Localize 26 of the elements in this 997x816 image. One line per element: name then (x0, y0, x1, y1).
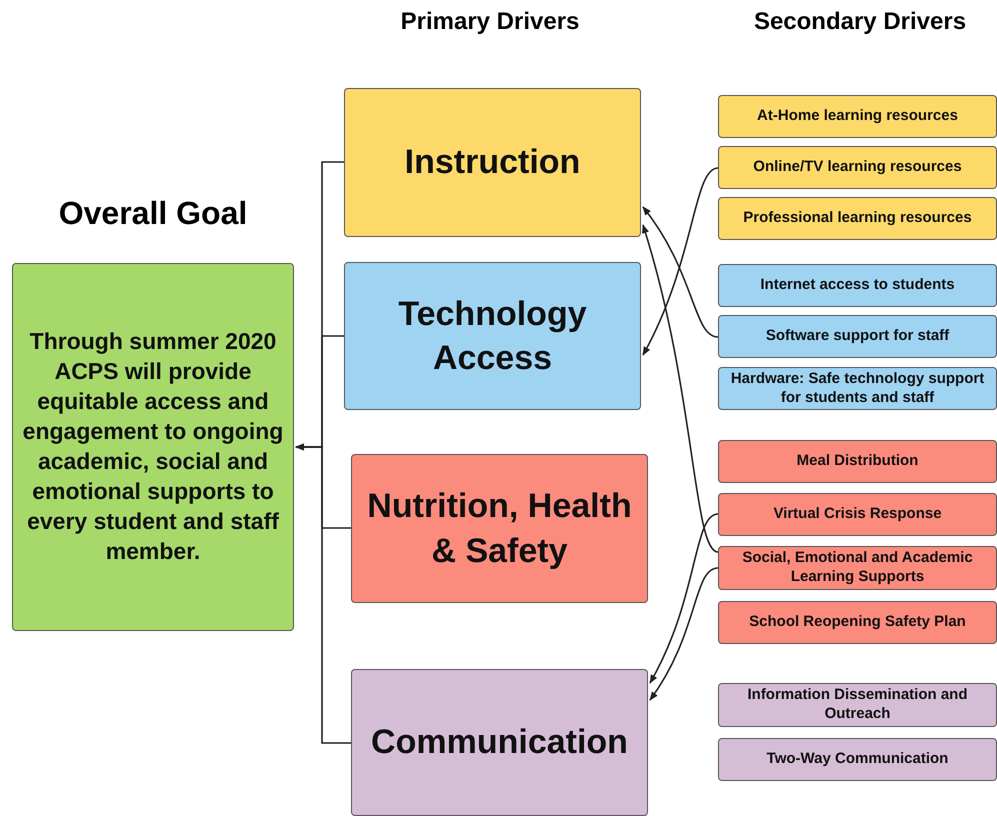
driver-box: Communication (351, 669, 648, 816)
arrow (295, 443, 351, 744)
driver-box: Online/TV learning resources (718, 146, 997, 189)
driver-box: Instruction (344, 88, 641, 237)
driver-box: Information Dissemination and Outreach (718, 683, 997, 727)
driver-box: Social, Emotional and Academic Learning Supports (718, 546, 997, 590)
driver-box: School Reopening Safety Plan (718, 601, 997, 644)
arrow (642, 167, 718, 356)
box-heading: Overall Goal (58, 194, 248, 233)
arrow (642, 224, 718, 553)
driver-box: Hardware: Safe technology support for students and staff (718, 367, 997, 410)
column-heading: Secondary Drivers (752, 7, 968, 37)
driver-box: Nutrition, Health & Safety (351, 454, 648, 603)
column-heading: Primary Drivers (400, 7, 580, 37)
driver-box: At-Home learning resources (718, 95, 997, 138)
driver-box: Virtual Crisis Response (718, 493, 997, 536)
arrow (649, 513, 718, 684)
driver-box: Software support for staff (718, 315, 997, 358)
goal-box: Through summer 2020 ACPS will provide equitable access and engagement to ongoing academic, social and emotional supports to every student and staff member. (12, 263, 294, 631)
arrow (642, 206, 718, 338)
driver-box: Professional learning resources (718, 197, 997, 240)
driver-box: Meal Distribution (718, 440, 997, 483)
driver-box: Two-Way Communication (718, 738, 997, 781)
driver-box: Internet access to students (718, 264, 997, 307)
driver-box: Technology Access (344, 262, 641, 410)
arrow (649, 567, 718, 701)
